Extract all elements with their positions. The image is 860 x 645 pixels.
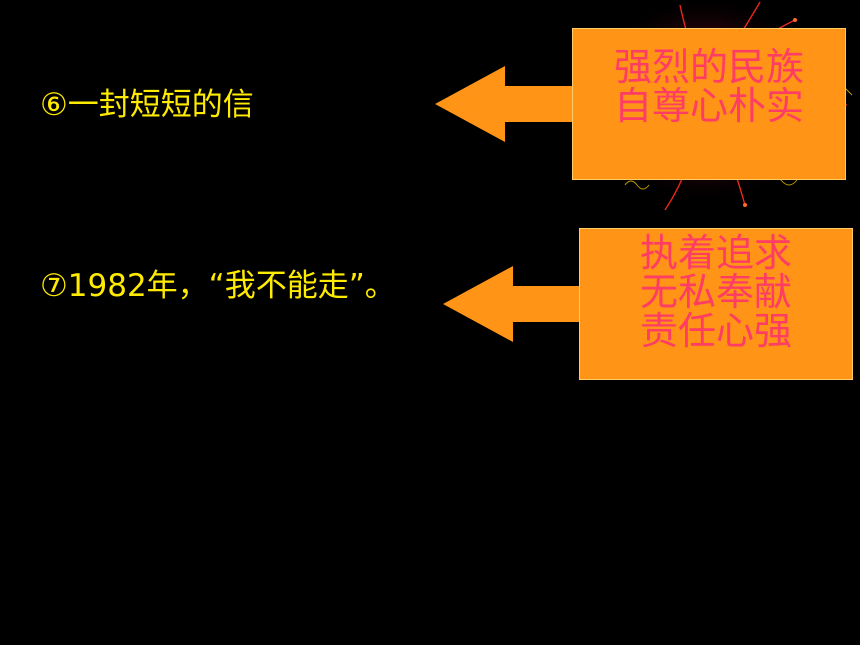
- left-arrow-icon: [443, 266, 583, 342]
- callout-line: 强烈的民族: [613, 45, 804, 89]
- callout-box: 执着追求 无私奉献 责任心强: [579, 228, 853, 380]
- callout-box: 强烈的民族 自尊心朴实: [572, 28, 846, 180]
- callout-line: 责任心强: [639, 309, 792, 353]
- point-seven-text: ⑦1982年，“我不能走”。: [40, 268, 396, 304]
- point-six-text: ⑥一封短短的信: [40, 87, 254, 123]
- callout-line: 执着追求: [639, 231, 792, 275]
- callout-line: 无私奉献: [639, 270, 792, 314]
- left-arrow-icon: [435, 66, 580, 142]
- callout-line: 自尊心朴实: [613, 84, 804, 128]
